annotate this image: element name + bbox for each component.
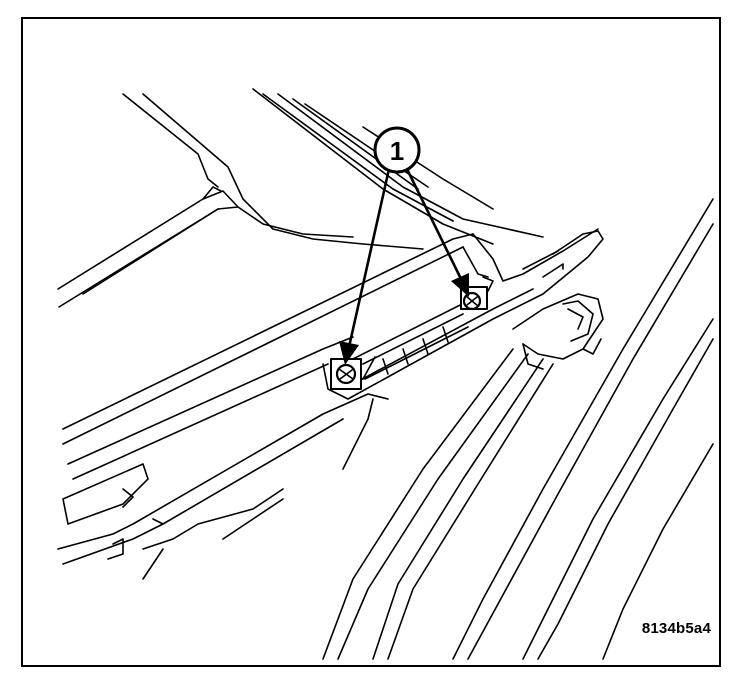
screw-lower	[330, 358, 362, 390]
seat-rail	[62, 228, 604, 480]
pivot-latch	[512, 293, 604, 370]
clip-strip	[362, 313, 469, 380]
callout-leaders	[347, 167, 465, 349]
track-legs	[322, 198, 714, 660]
callout-number: 1	[390, 136, 404, 166]
diagram-frame: 1 8134b5a4	[21, 17, 721, 667]
cushion-surface	[57, 93, 424, 308]
arrowheads	[339, 273, 469, 365]
seat-track-line-drawing: 1	[57, 88, 714, 660]
callout-1: 1	[373, 126, 421, 174]
front-molding	[57, 393, 389, 580]
figure-id: 8134b5a4	[641, 620, 711, 637]
